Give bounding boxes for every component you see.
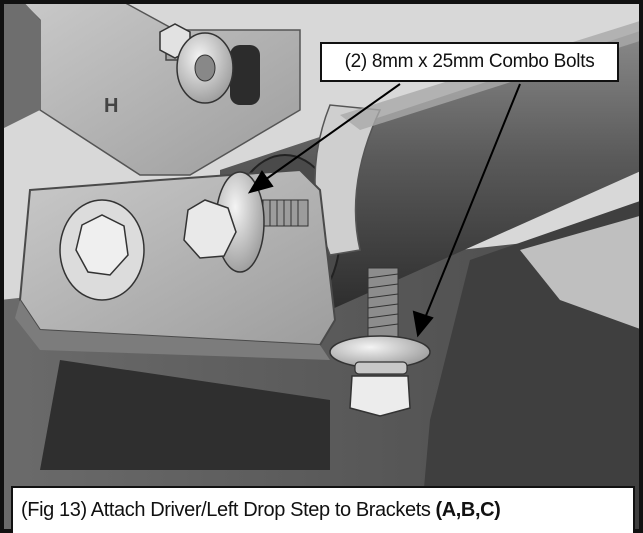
caption-text: (Fig 13) Attach Driver/Left Drop Step to… (21, 499, 431, 521)
top-washer-hole (194, 54, 216, 82)
figure-caption: (Fig 13) Attach Driver/Left Drop Step to… (11, 486, 635, 533)
step-light-face (520, 215, 643, 330)
bolt1-head (183, 199, 237, 259)
callout-text: (2) 8mm x 25mm Combo Bolts (344, 51, 595, 72)
caption-bold-ref: (A,B,C) (435, 499, 501, 521)
side-bracket-edge (15, 300, 330, 360)
tube-clamp (314, 104, 382, 256)
part-letter-label: H (104, 95, 118, 117)
leader-arrow-2 (424, 83, 521, 319)
arrow-head-1 (247, 170, 274, 194)
bolt2-head (349, 375, 411, 417)
leader-arrows (247, 83, 521, 338)
bracket-slot (230, 45, 260, 105)
upper-bracket-side (0, 0, 40, 130)
leader-arrow-1 (261, 83, 401, 183)
step-lower-face (40, 360, 330, 470)
large-bolt-head (75, 214, 129, 276)
arrow-head-2 (412, 310, 434, 338)
callout-label: (2) 8mm x 25mm Combo Bolts (320, 42, 619, 82)
bolt2-lockwasher (354, 361, 408, 375)
